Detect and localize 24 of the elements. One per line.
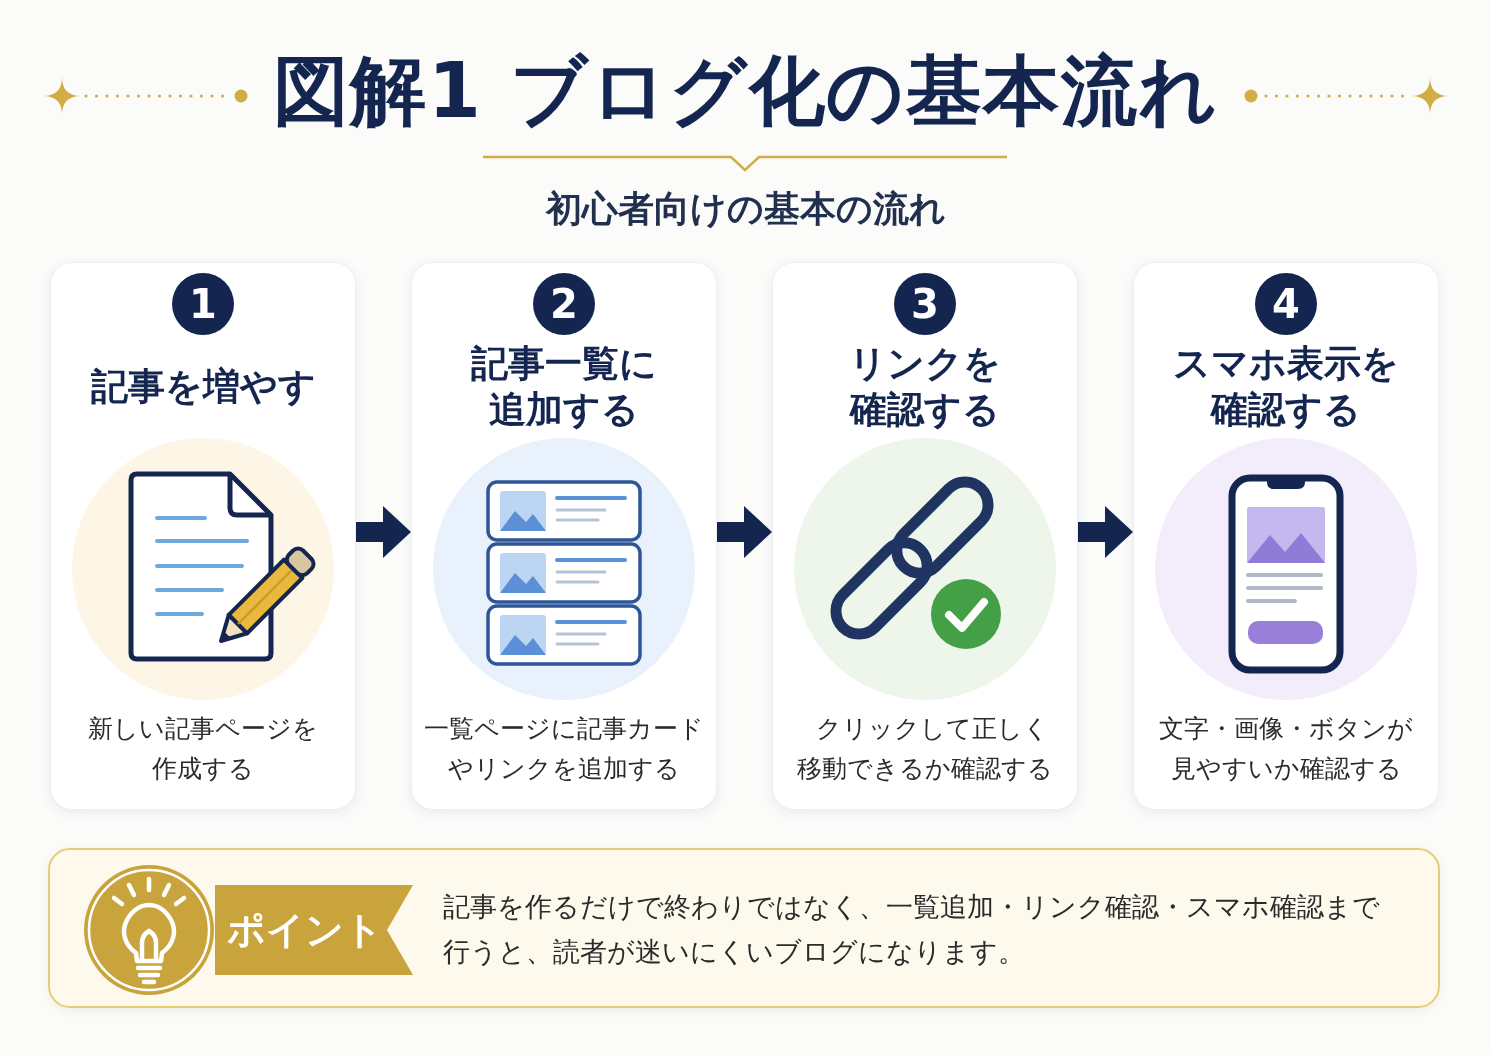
step-number: 4: [1255, 273, 1317, 335]
subtitle: 初心者向けの基本の流れ: [545, 187, 946, 231]
step-card: [50, 262, 356, 810]
step-description: 新しい記事ページを作成する: [87, 713, 319, 785]
step-card: [411, 262, 717, 810]
step-title: スマホ表示を確認する: [1172, 340, 1400, 433]
step-card: [1133, 262, 1439, 810]
arrow: [356, 506, 411, 558]
step-number: 2: [533, 273, 595, 335]
step-description: クリックして正しく移動できるか確認する: [796, 713, 1054, 785]
tip-ribbon: ポイント: [215, 885, 413, 975]
step-description: 一覧ページに記事カードやリンクを追加する: [423, 713, 705, 785]
step-description: 文字・画像・ボタンが見やすいか確認する: [1158, 713, 1414, 785]
step-card: [772, 262, 1078, 810]
tip-text: 記事を作るだけで終わりではなく、一覧追加・リンク確認・スマホ確認まで行うと、読者が迷いにくいブログになります。: [443, 890, 1381, 969]
step-title: 記事一覧に追加する: [470, 340, 658, 433]
step-number: 3: [894, 273, 956, 335]
title: 図解1 ブログ化の基本流れ: [272, 45, 1219, 137]
step-title: 記事を増やす: [90, 363, 316, 410]
step-number: 1: [172, 273, 234, 335]
tip-box: [48, 848, 1440, 1008]
arrow: [1078, 506, 1133, 558]
arrow: [717, 506, 772, 558]
step-title: リンクを確認する: [848, 340, 1002, 433]
